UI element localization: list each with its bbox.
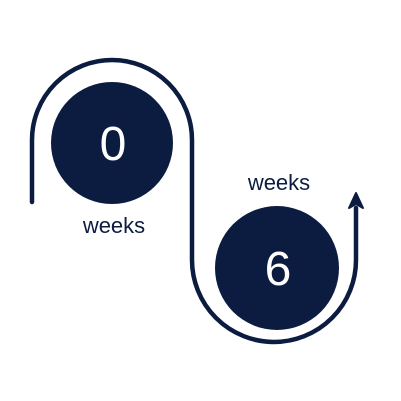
milestone-label: weeks [82, 213, 145, 238]
milestone-circle [215, 206, 339, 330]
arrow-up-icon [348, 192, 364, 209]
milestone-circle [51, 82, 173, 204]
milestone-label: weeks [247, 170, 310, 195]
milestone-number: 0 [100, 118, 127, 171]
milestone-0: 0 weeks [51, 82, 173, 238]
milestone-number: 6 [265, 243, 292, 296]
milestone-6: 6 weeks [215, 170, 339, 330]
timeline-path [29, 57, 359, 345]
